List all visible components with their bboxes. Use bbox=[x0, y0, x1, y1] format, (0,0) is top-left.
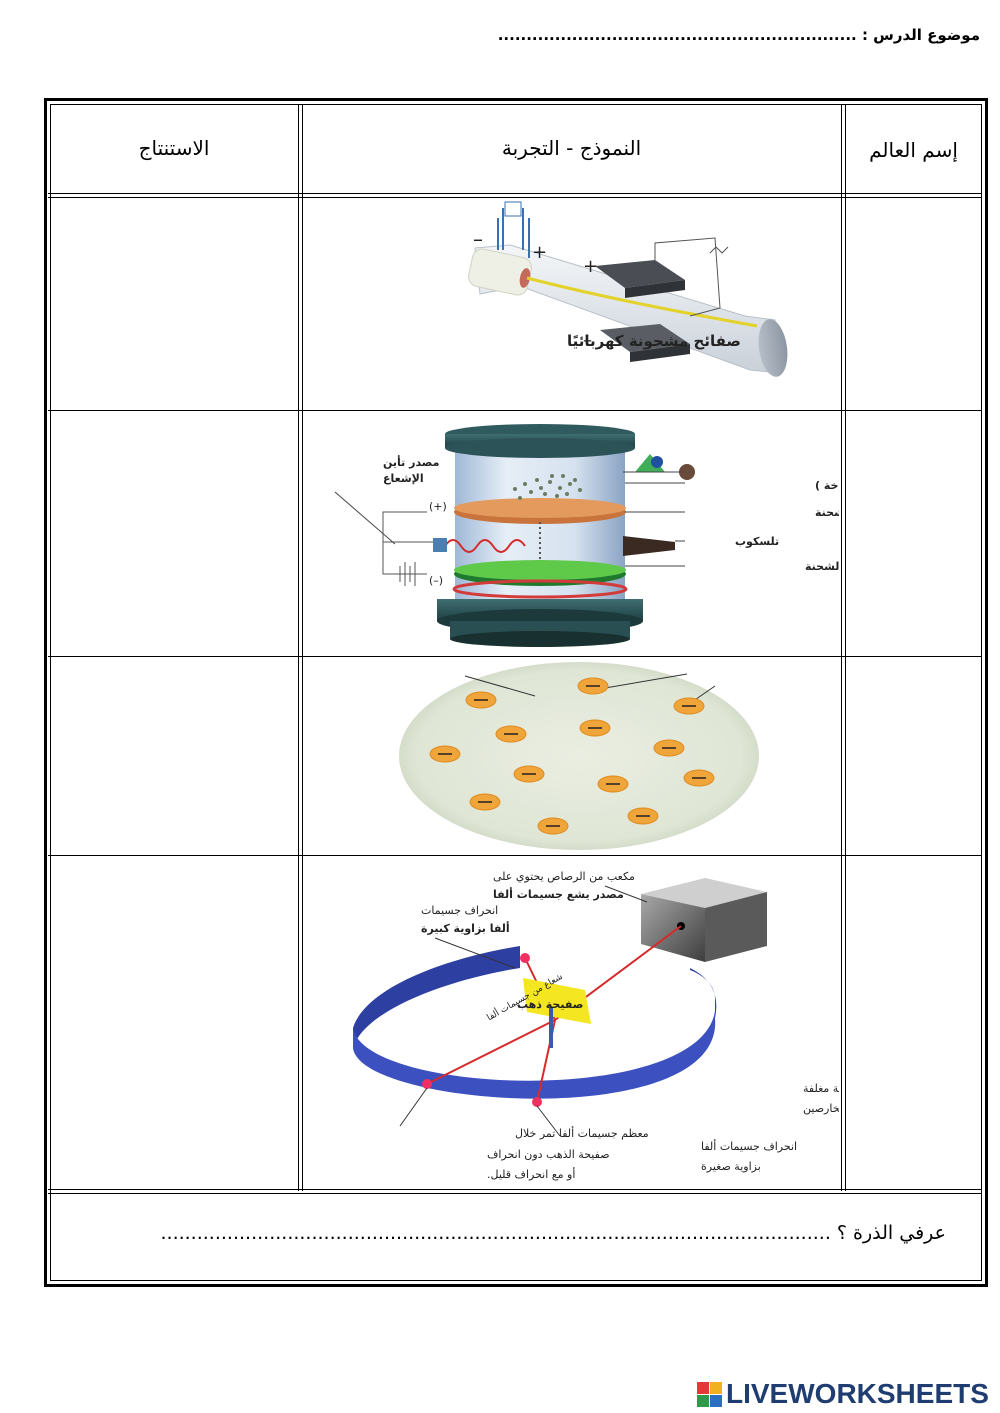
label-lead-box-line1: مكعب من الرصاص يحتوي على bbox=[493, 870, 635, 883]
label-most-pass-line2: صفيحة الذهب دون انحراف bbox=[487, 1148, 610, 1161]
label-small-deflection-line1: انحراف جسيمات ألفا bbox=[701, 1139, 797, 1153]
row-divider-1 bbox=[48, 410, 982, 411]
answer-cell-scientist-2[interactable] bbox=[848, 413, 980, 654]
charged-plates-label: صفائح مشحونة كهربائيًا bbox=[567, 332, 741, 350]
plus-sign-anode: + bbox=[532, 242, 547, 263]
header-divider bbox=[48, 193, 982, 198]
minus-sign-cathode: – bbox=[473, 227, 483, 251]
define-atom-question[interactable]: عرفي الذرة ؟ ...........................… bbox=[160, 1222, 946, 1244]
answer-cell-scientist-3[interactable] bbox=[848, 659, 980, 853]
answer-cell-scientist-4[interactable] bbox=[848, 858, 980, 1187]
minus-sign-plate: – bbox=[583, 330, 592, 351]
label-positive-plate: صفيحة موجبة الشحنة bbox=[815, 506, 839, 519]
row-divider-3 bbox=[48, 855, 982, 856]
label-most-pass-line1: معظم جسيمات ألفا تمر خلال bbox=[515, 1126, 649, 1140]
worksheet-table bbox=[44, 98, 988, 1287]
gold-foil-experiment-diagram: مكعب من الرصاص يحتوي على مصدر يشع جسيمات… bbox=[305, 858, 839, 1188]
column-divider-right bbox=[841, 104, 846, 1191]
plum-pudding-model-diagram bbox=[305, 660, 839, 853]
row-divider-4 bbox=[48, 1189, 982, 1194]
column-divider-left bbox=[298, 104, 303, 1191]
answer-cell-conclusion-4[interactable] bbox=[52, 858, 296, 1187]
label-most-pass-line3: أو مع انحراف قليل. bbox=[487, 1167, 575, 1181]
label-ionizing-source-line1: مصدر تأين bbox=[383, 455, 439, 469]
answer-cell-conclusion-3[interactable] bbox=[52, 659, 296, 853]
label-negative-plate: صفيحة سالبة الشحنة bbox=[805, 560, 839, 573]
lesson-topic[interactable]: موضوع الدرس : ..........................… bbox=[497, 26, 980, 44]
label-lead-box-line2: مصدر يشع جسيمات ألفا bbox=[493, 887, 624, 901]
table-inner-border bbox=[50, 104, 982, 1281]
label-ionizing-source-line2: الإشعاع bbox=[383, 472, 424, 485]
label-large-deflection-line2: ألفا بزاوية كبيرة bbox=[421, 921, 510, 935]
liveworksheets-logo-text: LIVEWORKSHEETS bbox=[726, 1378, 989, 1409]
answer-cell-scientist-1[interactable] bbox=[848, 198, 980, 408]
label-gold-foil: صفيحة ذهب bbox=[517, 998, 583, 1011]
label-screen-line1: صندوق شاشة مغلفة bbox=[803, 1082, 839, 1095]
answer-cell-conclusion-1[interactable] bbox=[52, 198, 296, 408]
header-conclusion: الاستنتاج bbox=[138, 136, 210, 160]
header-scientist-name: إسم العالم bbox=[869, 138, 958, 162]
label-telescope: تلسكوب bbox=[735, 535, 779, 548]
label-oil-sprayer: رشاش زيت ( بخاخة ) bbox=[815, 479, 839, 492]
label-minus-terminal: (–) bbox=[429, 574, 443, 587]
liveworksheets-logo: LIVEWORKSHEETS bbox=[696, 1378, 996, 1410]
row-divider-2 bbox=[48, 656, 982, 657]
liveworksheets-logo-icon bbox=[697, 1382, 722, 1407]
header-model-experiment: النموذج - التجربة bbox=[501, 136, 642, 160]
label-plus-terminal: (+) bbox=[429, 500, 447, 513]
oil-drop-experiment-diagram: رشاش زيت ( بخاخة ) صفيحة موجبة الشحنة تل… bbox=[305, 414, 839, 654]
cathode-ray-tube-diagram: – + + – صفائح مشحونة كهربائيًا bbox=[305, 198, 839, 408]
label-small-deflection-line2: بزاوية صغيرة bbox=[701, 1160, 761, 1173]
answer-cell-conclusion-2[interactable] bbox=[52, 413, 296, 654]
label-large-deflection-line1: انحراف جسيمات bbox=[421, 904, 498, 917]
plus-sign-plate: + bbox=[583, 256, 598, 277]
label-screen-line2: بكبريتات الخارصين bbox=[803, 1102, 839, 1115]
